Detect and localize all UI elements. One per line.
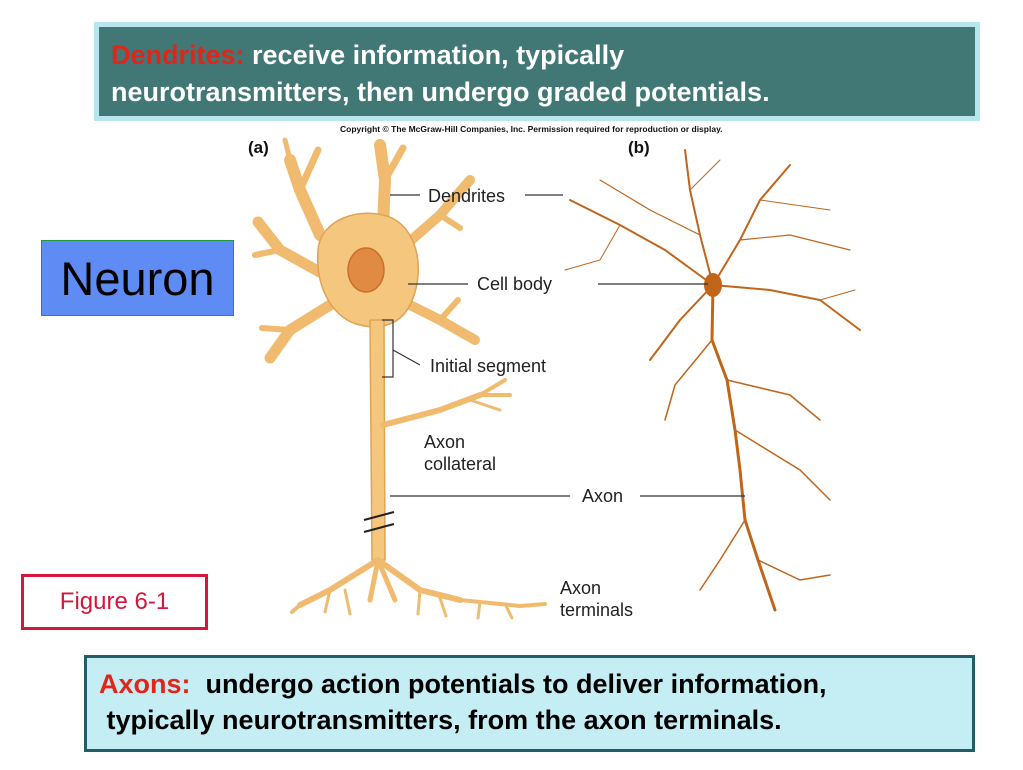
dendrites-term: Dendrites: (111, 40, 245, 70)
axons-definition-box: Axons: undergo action potentials to deli… (84, 655, 975, 752)
dendrites-definition-box: Dendrites: receive information, typicall… (94, 22, 980, 121)
label-cell-body: Cell body (477, 274, 552, 294)
axons-line-2: typically neurotransmitters, from the ax… (99, 705, 782, 735)
label-axon-terminals-1: Axon (560, 578, 601, 598)
label-axon-terminals-2: terminals (560, 600, 633, 620)
label-initial-segment: Initial segment (430, 356, 546, 376)
neuron-title: Neuron (41, 240, 234, 316)
dendrites-line-2: neurotransmitters, then undergo graded p… (111, 77, 770, 107)
neuron-schematic (252, 137, 547, 620)
axons-line-1: Axons: undergo action potentials to deli… (99, 666, 960, 702)
leader-lines (382, 194, 745, 497)
axon-shape (369, 319, 386, 561)
dendrites-definition-inner: Dendrites: receive information, typicall… (99, 27, 975, 116)
figure-label: Figure 6-1 (21, 574, 208, 630)
panel-a-label: (a) (248, 138, 269, 157)
label-axon: Axon (582, 486, 623, 506)
label-axon-collateral-2: collateral (424, 454, 496, 474)
dendrites-line-1: Dendrites: receive information, typicall… (111, 37, 963, 74)
neuron-micrograph (564, 149, 861, 612)
label-axon-collateral-1: Axon (424, 432, 465, 452)
label-dendrites: Dendrites (428, 186, 505, 206)
axons-line-1-text: undergo action potentials to deliver inf… (190, 669, 827, 699)
axons-term: Axons: (99, 669, 191, 699)
nucleus-shape (347, 247, 385, 293)
panel-b-label: (b) (628, 138, 650, 157)
dendrites-line-1-text: receive information, typically (244, 40, 625, 70)
copyright-notice: Copyright © The McGraw-Hill Companies, I… (340, 124, 723, 134)
